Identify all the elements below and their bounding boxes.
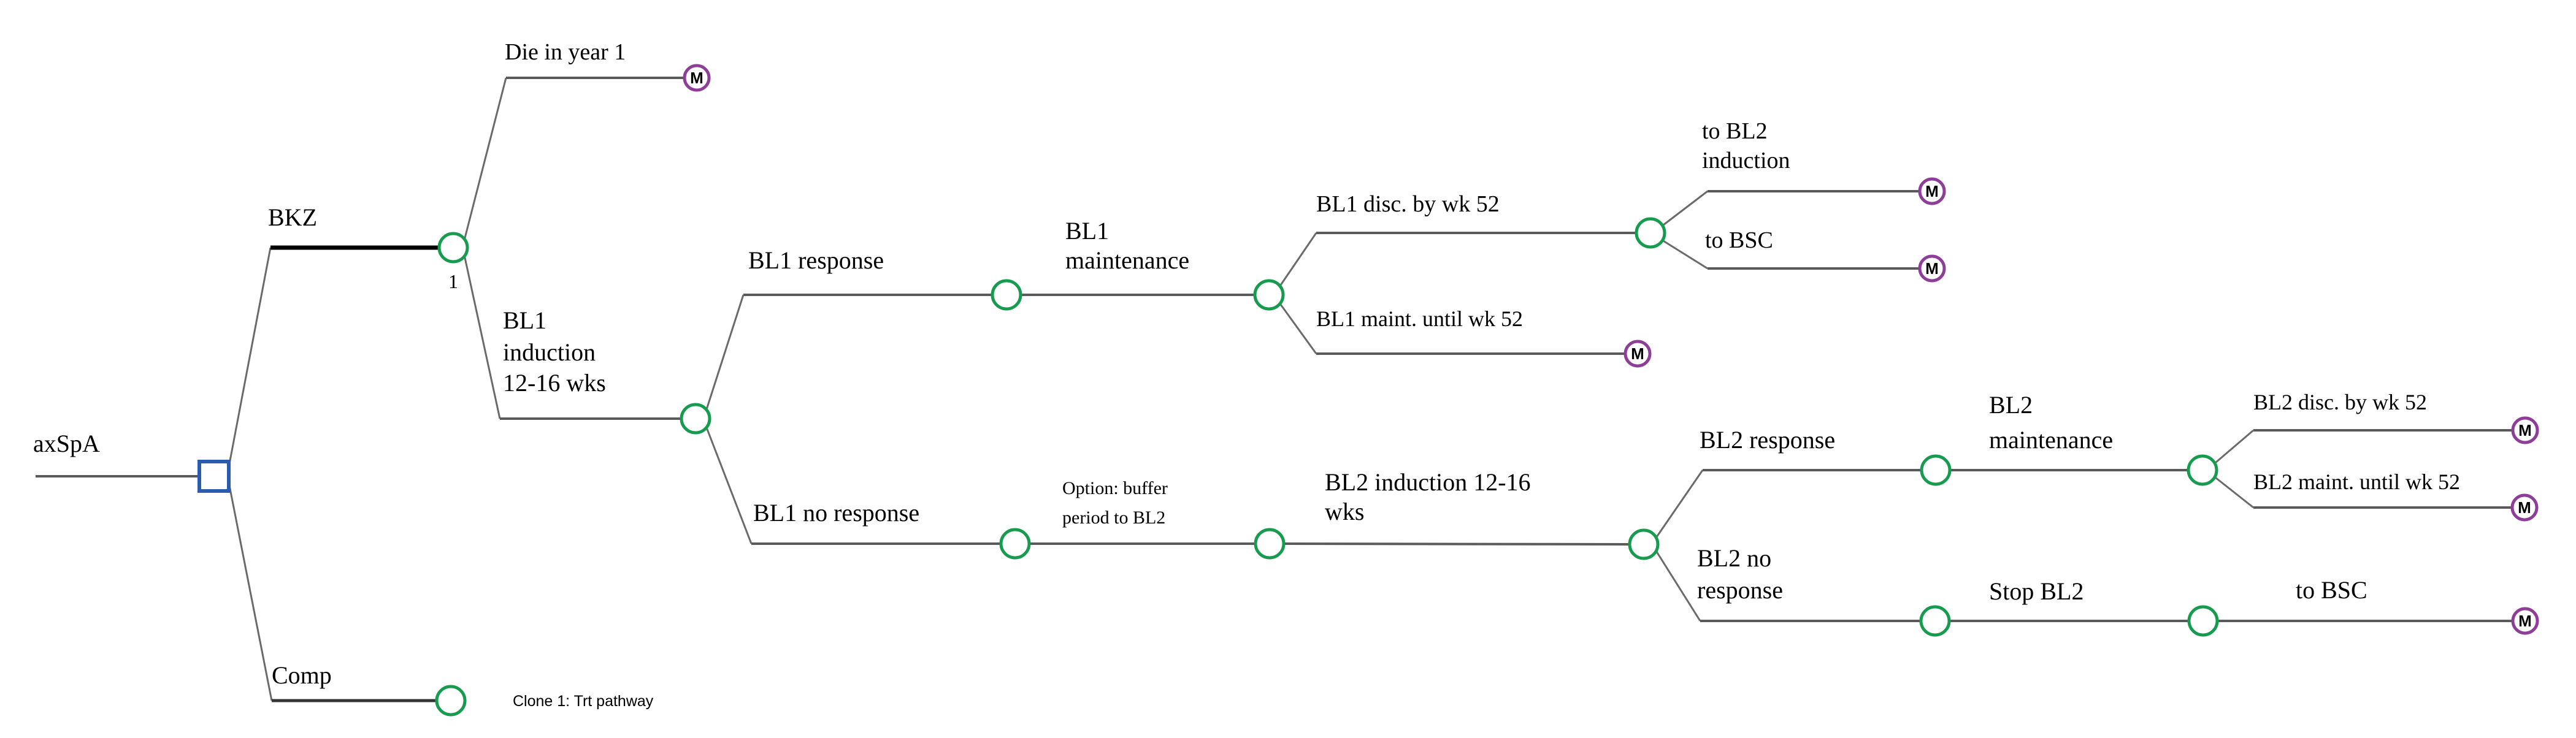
bl1-disc-chance-node[interactable] bbox=[1635, 217, 1666, 249]
to-bl2-induction-terminal-node[interactable]: M bbox=[1918, 177, 1946, 205]
bl2-response-connector bbox=[1655, 470, 1704, 538]
bl1-induction-label-line3: 12-16 wks bbox=[503, 369, 606, 397]
comp-label: Comp bbox=[272, 661, 332, 689]
markov-terminal-letter: M bbox=[1925, 182, 1939, 200]
bl1-maintenance-label-line2: maintenance bbox=[1065, 246, 1189, 274]
bl1-induction-label-line2: induction bbox=[503, 338, 596, 366]
bl2-maint52-terminal-node-ring bbox=[2510, 493, 2539, 522]
bl1-maint52-connector bbox=[1278, 302, 1317, 354]
to-bsc-top-label: to BSC bbox=[1705, 227, 1773, 253]
markov-terminal-letter: M bbox=[2518, 498, 2531, 517]
bl2-noresponse-label-line1: BL2 no bbox=[1697, 544, 1771, 572]
bl2-induction-label-line2: wks bbox=[1325, 498, 1364, 525]
bl2-maintenance-label-line2: maintenance bbox=[1989, 426, 2113, 454]
to-bsc-bottom-label: to BSC bbox=[2296, 576, 2367, 604]
option-buffer-label-line1: Option: buffer bbox=[1062, 478, 1168, 498]
bl1-disc-connector bbox=[1278, 232, 1317, 287]
bl1-noresponse-label: BL1 no response bbox=[753, 499, 919, 527]
bl2-noresponse-label-line2: response bbox=[1697, 576, 1783, 604]
bl1-response-connector bbox=[705, 294, 745, 412]
to-bsc-bottom-terminal-node[interactable]: M bbox=[2511, 607, 2539, 635]
markov-terminal-letter: M bbox=[2518, 421, 2532, 439]
axspa-label: axSpA bbox=[33, 430, 100, 457]
to-bl2-induction-label-line2: induction bbox=[1702, 148, 1790, 173]
bkz-connector bbox=[228, 247, 272, 468]
labels-layer: axSpA BKZ Comp 1 Die in year 1 BL1 induction 12… bbox=[33, 39, 2460, 710]
bl1-maint52-terminal-node-ring bbox=[1623, 340, 1652, 368]
buffer-chance-node[interactable] bbox=[1254, 528, 1286, 560]
die-terminal-node[interactable]: M bbox=[683, 64, 711, 92]
markov-terminal-letter: M bbox=[2518, 612, 2532, 630]
bl1-disc-label: BL1 disc. by wk 52 bbox=[1316, 191, 1500, 217]
bl1-response-chance-node[interactable] bbox=[991, 279, 1022, 311]
to-bsc-top-terminal-node[interactable]: M bbox=[1918, 254, 1946, 283]
bl1-noresponse-chance-node[interactable] bbox=[999, 528, 1031, 560]
bl1-induction-chance-node[interactable] bbox=[680, 403, 711, 435]
die-terminal-node-ring bbox=[683, 64, 711, 92]
bkz-chance-node[interactable] bbox=[437, 232, 469, 264]
bl2-response-chance-node[interactable] bbox=[1920, 454, 1952, 486]
bl1-induction-connector bbox=[463, 254, 501, 419]
comp-chance-node[interactable] bbox=[435, 685, 467, 717]
bl1-maint52-label: BL1 maint. until wk 52 bbox=[1316, 306, 1523, 331]
bl2-induction-label-line1: BL2 induction 12-16 bbox=[1325, 468, 1531, 496]
clone-caption: Clone 1: Trt pathway bbox=[513, 693, 654, 710]
bl2-maint52-connector bbox=[2215, 476, 2254, 509]
edges-layer bbox=[36, 77, 2512, 702]
bl2-disc-connector bbox=[2215, 429, 2254, 464]
bl2-disc-label: BL2 disc. by wk 52 bbox=[2253, 390, 2427, 414]
bl2-noresponse-connector bbox=[1655, 551, 1701, 622]
to-bsc-bottom-terminal-node-ring bbox=[2511, 607, 2539, 635]
to-bsc-top-connector bbox=[1663, 240, 1708, 270]
to-bl2-connector bbox=[1663, 190, 1708, 226]
to-bl2-induction-label-line1: to BL2 bbox=[1702, 118, 1768, 144]
bl1-maint52-terminal-node[interactable]: M bbox=[1623, 340, 1652, 368]
stop-bl2-label: Stop BL2 bbox=[1989, 577, 2083, 605]
bl1-maintenance-chance-node[interactable] bbox=[1253, 279, 1285, 311]
to-bsc-top-terminal-node-ring bbox=[1918, 254, 1946, 283]
bl2-disc-terminal-node[interactable]: M bbox=[2511, 416, 2539, 444]
markov-terminal-letter: M bbox=[690, 69, 703, 87]
bl1-response-label: BL1 response bbox=[748, 246, 884, 274]
bl2-disc-terminal-node-ring bbox=[2511, 416, 2539, 444]
bl2-maintenance-label-line1: BL2 bbox=[1989, 391, 2033, 419]
markov-terminal-letter: M bbox=[1631, 344, 1644, 363]
nodes-layer: M M M M M M M bbox=[197, 64, 2539, 717]
to-bsc-chance-node[interactable] bbox=[2187, 605, 2219, 637]
markov-terminal-letter: M bbox=[1925, 259, 1939, 278]
stop-bl2-chance-node[interactable] bbox=[1919, 605, 1951, 637]
clone-number: 1 bbox=[448, 270, 458, 292]
bl2-induction-chance-node[interactable] bbox=[1628, 528, 1660, 560]
bl2-maint52-label: BL2 maint. until wk 52 bbox=[2253, 470, 2460, 494]
bl1-induction-label-line1: BL1 bbox=[503, 306, 546, 334]
bl2-response-label: BL2 response bbox=[1700, 426, 1835, 454]
die-connector bbox=[463, 77, 507, 241]
bl2-maint52-terminal-node[interactable]: M bbox=[2510, 493, 2539, 522]
bl2-maintenance-chance-node[interactable] bbox=[2187, 454, 2218, 486]
bkz-label: BKZ bbox=[268, 204, 317, 231]
to-bl2-induction-terminal-node-ring bbox=[1918, 177, 1946, 205]
bl1-noresponse-connector bbox=[705, 425, 753, 544]
bl1-maintenance-label-line1: BL1 bbox=[1065, 217, 1109, 245]
comp-connector bbox=[228, 485, 273, 701]
option-buffer-label-line2: period to BL2 bbox=[1062, 508, 1165, 528]
root-decision-node[interactable] bbox=[197, 460, 231, 493]
die-in-year1-label: Die in year 1 bbox=[505, 39, 626, 65]
